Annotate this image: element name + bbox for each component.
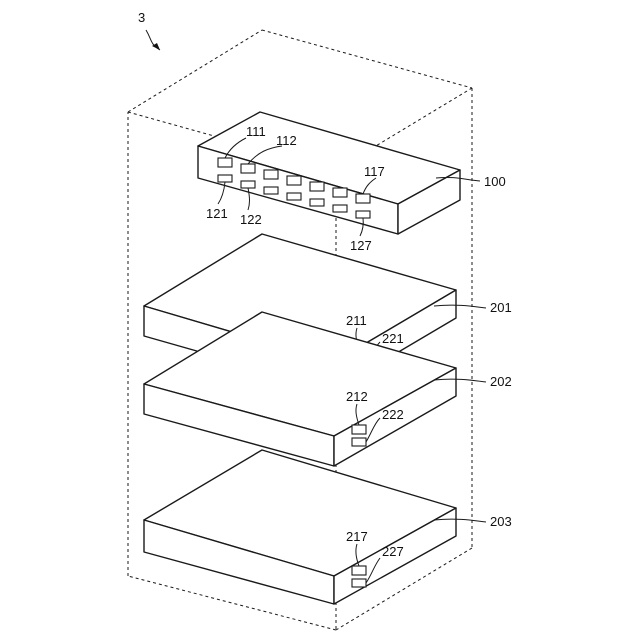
port-227: [352, 579, 366, 587]
port-125: [310, 199, 324, 206]
port-116: [333, 188, 347, 197]
port-212: [352, 425, 366, 434]
label-201: 201: [490, 300, 512, 315]
label-127: 127: [350, 238, 372, 253]
port-122: [241, 181, 255, 188]
port-117: [356, 194, 370, 203]
port-113: [264, 170, 278, 179]
figure-ref-label: 3: [138, 10, 145, 25]
label-203: 203: [490, 514, 512, 529]
port-124: [287, 193, 301, 200]
label-111: 111: [246, 124, 266, 139]
port-127: [356, 211, 370, 218]
label-212: 212: [346, 389, 368, 404]
port-217: [352, 566, 366, 575]
label-117: 117: [364, 164, 385, 179]
label-112: 112: [276, 133, 297, 148]
label-122: 122: [240, 212, 262, 227]
port-112: [241, 164, 255, 173]
port-121: [218, 175, 232, 182]
switch-100: [198, 112, 460, 234]
port-222: [352, 438, 366, 446]
label-202: 202: [490, 374, 512, 389]
label-222: 222: [382, 407, 404, 422]
port-111: [218, 158, 232, 167]
port-123: [264, 187, 278, 194]
label-211: 211: [346, 313, 367, 328]
label-227: 227: [382, 544, 404, 559]
label-221: 221: [382, 331, 404, 346]
label-100: 100: [484, 174, 506, 189]
port-115: [310, 182, 324, 191]
label-121: 121: [206, 206, 228, 221]
port-126: [333, 205, 347, 212]
port-114: [287, 176, 301, 185]
label-217: 217: [346, 529, 368, 544]
node-203: [144, 450, 456, 604]
